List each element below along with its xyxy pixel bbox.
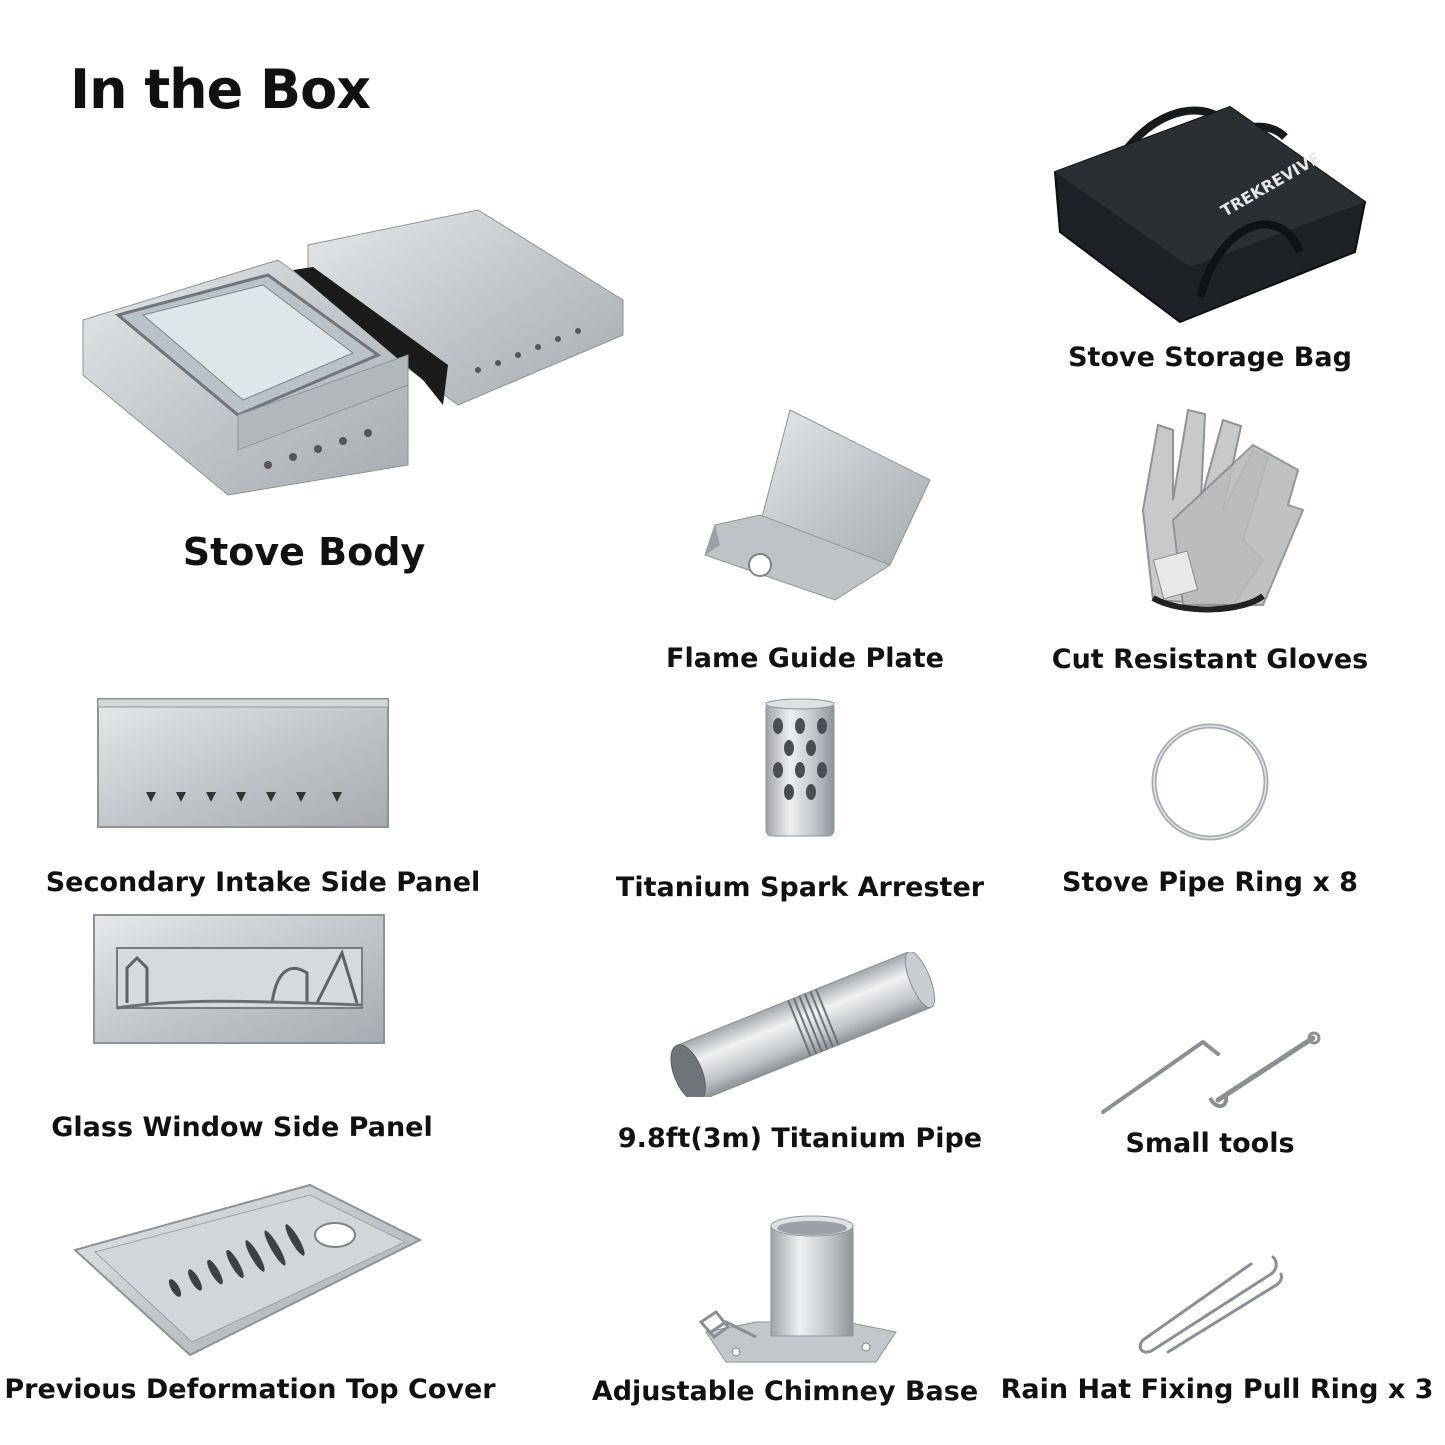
- item-label-stove-body: Stove Body: [182, 530, 426, 574]
- flame-guide-plate-image: [704, 409, 931, 601]
- chimney-base-image: [698, 1215, 897, 1363]
- intake-panel-image: [97, 698, 389, 828]
- spark-arrester-image: [765, 698, 835, 837]
- pipe-ring-image: [1151, 723, 1269, 841]
- item-label-intake-panel: Secondary Intake Side Panel: [45, 867, 481, 898]
- storage-bag-image: TREKREVIVE: [1053, 105, 1367, 324]
- item-label-gloves: Cut Resistant Gloves: [1051, 644, 1369, 675]
- titanium-pipe-image: [670, 952, 936, 1097]
- page-title: In the Box: [70, 58, 371, 121]
- item-label-chimney-base: Adjustable Chimney Base: [591, 1376, 979, 1407]
- small-tools-image: [1101, 1031, 1321, 1114]
- item-label-small-tools: Small tools: [1125, 1128, 1295, 1159]
- item-label-pipe-ring: Stove Pipe Ring x 8: [1062, 867, 1358, 898]
- item-label-window-panel: Glass Window Side Panel: [51, 1112, 433, 1143]
- pull-ring-image: [1138, 1255, 1283, 1354]
- stove-body-image: [82, 209, 624, 496]
- item-label-top-cover: Previous Deformation Top Cover: [4, 1374, 496, 1405]
- top-cover-image: [72, 1183, 423, 1357]
- item-label-spark-arrester: Titanium Spark Arrester: [615, 872, 985, 903]
- item-label-flame-guide-plate: Flame Guide Plate: [666, 643, 944, 674]
- window-panel-image: [93, 914, 385, 1044]
- item-label-storage-bag: Stove Storage Bag: [1068, 342, 1352, 373]
- gloves-image: [1141, 408, 1305, 613]
- item-label-titanium-pipe: 9.8ft(3m) Titanium Pipe: [617, 1123, 983, 1154]
- item-label-pull-ring: Rain Hat Fixing Pull Ring x 3: [1000, 1374, 1434, 1405]
